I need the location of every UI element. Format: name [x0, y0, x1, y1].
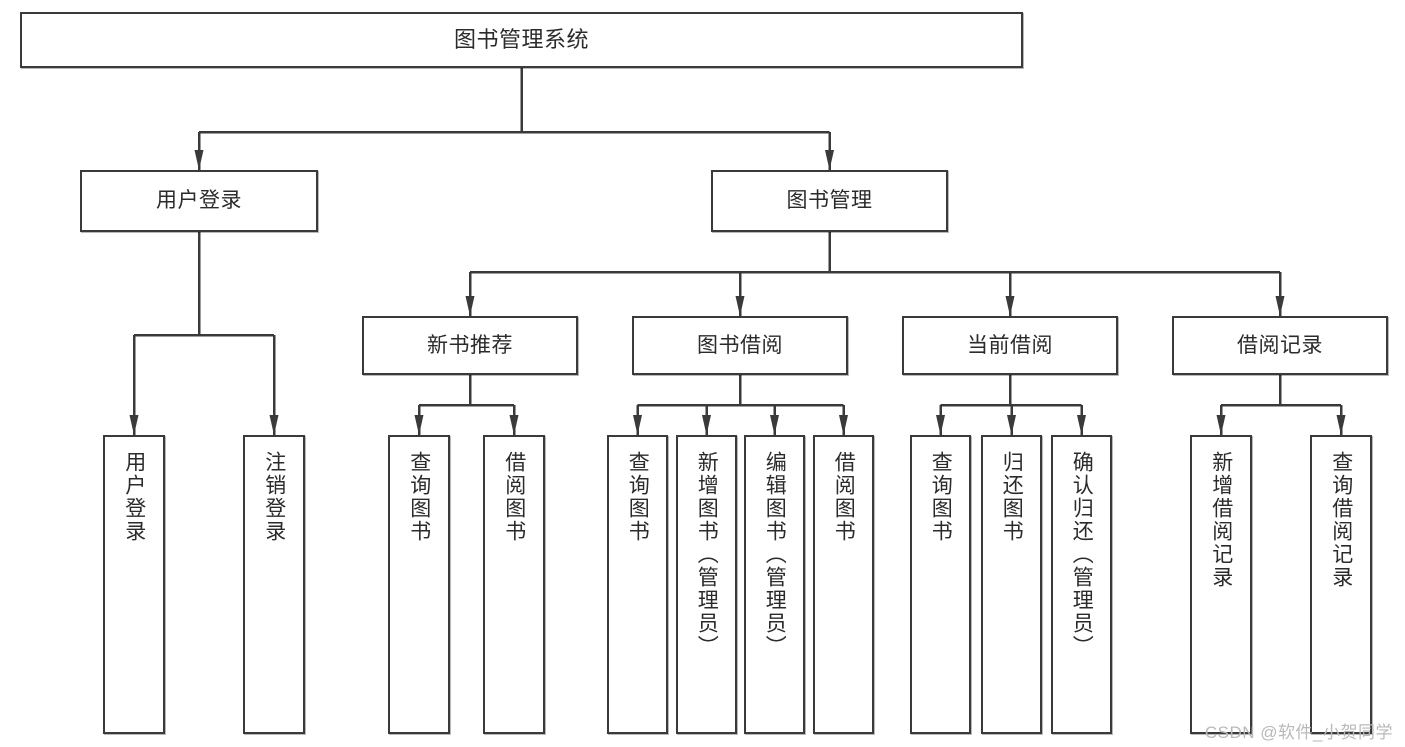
arrowhead-icon-l2-record	[1275, 296, 1285, 316]
node-label: 查询图书	[626, 451, 650, 543]
node-label: 查询借阅记录	[1329, 451, 1353, 589]
arrowhead-icon-l1-bookmgmt	[825, 150, 834, 170]
node-label: 用户登录	[156, 189, 242, 213]
node-l3-cur-confirm[interactable]: 确认归还（管理员）	[1051, 435, 1112, 734]
arrowhead-icon-l2-current	[1005, 296, 1015, 316]
node-l3-nb-borrow[interactable]: 借阅图书	[483, 435, 545, 734]
node-label: 新增图书（管理员）	[695, 451, 719, 658]
node-label: 编辑图书（管理员）	[763, 451, 787, 658]
arrowhead-icon-l1-login	[194, 150, 204, 170]
node-l2-record[interactable]: 借阅记录	[1172, 316, 1388, 375]
node-label: 查询图书	[407, 451, 431, 543]
node-l3-cur-return[interactable]: 归还图书	[981, 435, 1042, 734]
node-l1-bookmgmt[interactable]: 图书管理	[711, 170, 948, 232]
watermark-text: CSDN @软件_小贺同学	[1204, 723, 1393, 742]
node-l3-nb-query[interactable]: 查询图书	[388, 435, 450, 734]
node-l3-bk-edit[interactable]: 编辑图书（管理员）	[744, 435, 805, 734]
arrowhead-icon-l3-bk-edit	[770, 415, 779, 435]
node-l2-borrow[interactable]: 图书借阅	[632, 316, 848, 375]
node-root[interactable]: 图书管理系统	[20, 12, 1023, 68]
node-l2-newbook[interactable]: 新书推荐	[362, 316, 578, 375]
node-l3-bk-add[interactable]: 新增图书（管理员）	[676, 435, 737, 734]
node-l3-rec-add[interactable]: 新增借阅记录	[1190, 435, 1252, 734]
node-label: 图书管理	[786, 189, 873, 213]
arrowhead-icon-l3-cur-query	[936, 415, 945, 435]
node-label: 当前借阅	[967, 333, 1053, 357]
arrowhead-icon-l3-userlogin	[129, 415, 139, 435]
node-label: 借阅图书	[832, 451, 856, 543]
node-label: 图书管理系统	[453, 26, 589, 52]
node-l1-login[interactable]: 用户登录	[80, 170, 318, 232]
arrowhead-icon-l3-bk-add	[702, 415, 711, 435]
node-label: 图书借阅	[697, 333, 783, 357]
node-l3-cur-query[interactable]: 查询图书	[910, 435, 971, 734]
node-label: 借阅图书	[502, 451, 526, 543]
arrowhead-icon-l3-nb-query	[414, 415, 424, 435]
arrowhead-icon-l3-nb-borrow	[509, 415, 519, 435]
node-label: 新书推荐	[427, 333, 513, 357]
arrowhead-icon-l2-newbook	[465, 296, 475, 316]
node-label: 用户登录	[122, 451, 146, 543]
node-l2-current[interactable]: 当前借阅	[902, 316, 1118, 375]
arrowhead-icon-l3-cur-return	[1007, 415, 1016, 435]
node-label: 归还图书	[1000, 451, 1024, 543]
node-label: 确认归还（管理员）	[1070, 451, 1094, 658]
node-l3-rec-query[interactable]: 查询借阅记录	[1310, 435, 1372, 734]
node-l3-logout[interactable]: 注销登录	[243, 435, 305, 734]
node-label: 注销登录	[262, 451, 286, 543]
node-label: 新增借阅记录	[1209, 451, 1233, 589]
node-label: 查询图书	[929, 451, 953, 543]
arrowhead-icon-l3-logout	[269, 415, 279, 435]
arrowhead-icon-l3-rec-add	[1216, 415, 1226, 435]
arrowhead-icon-l3-bk-query	[633, 415, 642, 435]
node-l3-userlogin[interactable]: 用户登录	[103, 435, 165, 734]
arrowhead-icon-l3-bk-borrow	[839, 415, 848, 435]
arrowhead-icon-l2-borrow	[735, 296, 745, 316]
node-label: 借阅记录	[1237, 333, 1323, 357]
arrowhead-icon-l3-rec-query	[1336, 415, 1346, 435]
node-l3-bk-query[interactable]: 查询图书	[607, 435, 668, 734]
node-l3-bk-borrow[interactable]: 借阅图书	[813, 435, 874, 734]
arrowhead-icon-l3-cur-confirm	[1077, 415, 1086, 435]
